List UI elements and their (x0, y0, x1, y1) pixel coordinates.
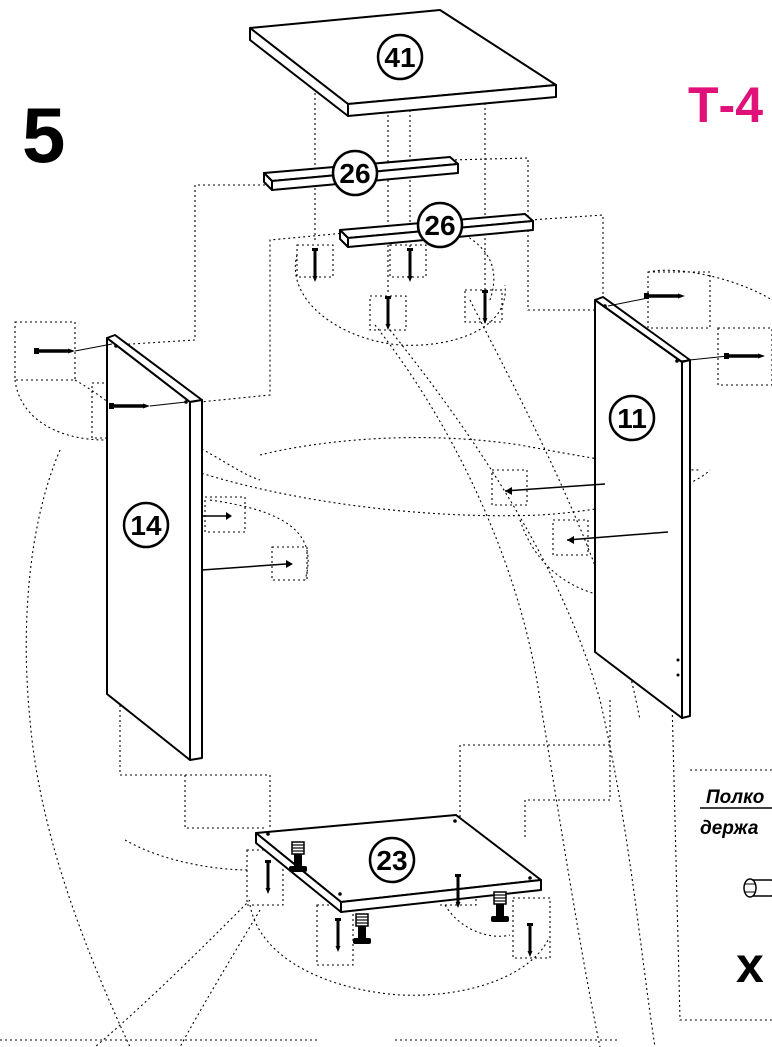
model-code: Т-4 (688, 77, 763, 133)
left-side-panel (106, 334, 203, 761)
part-26-front-label: 26 (339, 158, 370, 189)
part-26-back-marker (416, 201, 464, 249)
part-23-label: 23 (376, 845, 407, 876)
screw-icon (263, 858, 273, 896)
shelf-holder-line2: держа (700, 818, 759, 839)
screw-icon (310, 246, 320, 284)
adjustable-leg-icon (490, 891, 510, 923)
shelf-holder-callout: Полко держа x (700, 787, 772, 993)
screw-icon (525, 921, 535, 959)
part-23-marker (368, 836, 416, 884)
part-14-label: 14 (130, 510, 162, 541)
part-14-marker (122, 501, 170, 549)
assembly-guides (0, 78, 772, 1047)
part-41-label: 41 (384, 42, 415, 73)
screw-icon (226, 512, 232, 520)
screw-icon (405, 246, 415, 284)
step-number: 5 (22, 91, 65, 179)
screw-icon (567, 536, 574, 544)
screw-icon (333, 916, 343, 954)
part-11-label: 11 (617, 403, 647, 434)
shelf-holder-line1: Полко (706, 787, 764, 808)
screw-icon (480, 288, 490, 326)
part-41-marker (376, 33, 424, 81)
shelf-holder-icon (743, 878, 772, 898)
confirmat-screw-icon (32, 346, 77, 356)
part-11-marker (608, 394, 656, 442)
part-26-front-marker (331, 149, 379, 197)
confirmat-screw-icon (722, 351, 767, 361)
screw-icon (383, 294, 393, 332)
right-side-panel (594, 296, 691, 719)
part-26-back-label: 26 (424, 210, 455, 241)
adjustable-leg-icon (352, 913, 372, 945)
screw-icon (505, 487, 512, 495)
shelf-holder-qty: x (736, 937, 764, 993)
screw-icon (286, 560, 293, 568)
confirmat-screw-icon (642, 291, 687, 301)
